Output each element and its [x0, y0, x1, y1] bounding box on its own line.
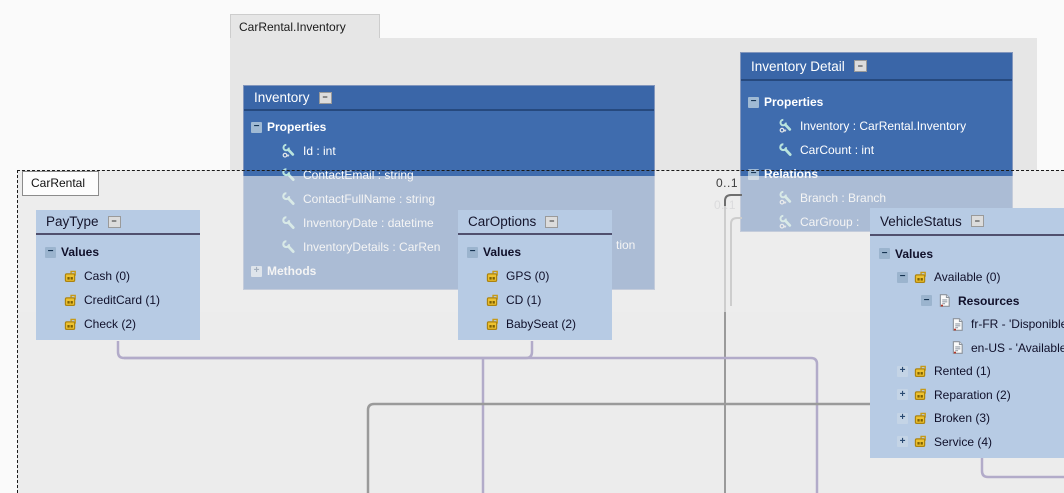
expander-minus-icon[interactable]: −: [45, 246, 56, 258]
enum-paytype-title: PayType: [46, 214, 99, 229]
expander-minus-icon[interactable]: −: [897, 271, 908, 283]
entity-inventory-detail-header[interactable]: Inventory Detail −: [741, 53, 1012, 81]
expander-plus-icon[interactable]: +: [897, 389, 908, 401]
collapse-icon[interactable]: −: [853, 60, 867, 72]
enum-member-icon: [485, 293, 500, 308]
row-id-int[interactable]: Id : int: [244, 139, 654, 163]
row-label: CreditCard (1): [84, 293, 161, 307]
row-label: Cash (0): [84, 269, 131, 283]
expander-plus-icon[interactable]: +: [897, 365, 908, 377]
expander-minus-icon[interactable]: −: [251, 121, 262, 133]
row-label: Service (4): [934, 434, 993, 449]
multiplicity-label: 0..1: [715, 176, 738, 190]
row-gps-0[interactable]: GPS (0): [458, 264, 612, 288]
expander-plus-icon[interactable]: +: [897, 412, 908, 424]
row-cash-0[interactable]: Cash (0): [36, 264, 200, 288]
expander-minus-icon[interactable]: −: [921, 295, 932, 307]
container-carrental-border-top: [17, 170, 1064, 171]
row-inventory-carrental-inventory[interactable]: Inventory : CarRental.Inventory: [741, 114, 1012, 138]
enum-member-icon: [63, 269, 78, 284]
row-label: Properties: [267, 120, 327, 134]
enum-member-icon: [913, 387, 928, 402]
row-check-2[interactable]: Check (2): [36, 312, 200, 336]
collapse-icon[interactable]: −: [318, 91, 332, 104]
row-label: Values: [895, 246, 934, 261]
wrench-key-icon: [281, 143, 297, 159]
wrench-icon: [778, 142, 794, 158]
enum-member-icon: [913, 434, 928, 449]
doc-icon: [950, 340, 965, 355]
expander-minus-icon[interactable]: −: [879, 248, 890, 260]
row-babyseat-2[interactable]: BabySeat (2): [458, 312, 612, 336]
row-reparation-2[interactable]: + Reparation (2): [870, 383, 1064, 407]
expander-plus-icon[interactable]: +: [897, 436, 908, 448]
row-label: Resources: [958, 293, 1020, 308]
enum-caroptions-header[interactable]: CarOptions −: [458, 210, 612, 235]
row-label: Values: [61, 245, 100, 259]
row-label: CD (1): [506, 293, 542, 307]
row-label: BabySeat (2): [506, 317, 577, 331]
row-label: Values: [483, 245, 522, 259]
doc-icon: [937, 293, 952, 308]
expander-minus-icon[interactable]: −: [467, 246, 478, 258]
enum-vehiclestatus-title: VehicleStatus: [880, 213, 962, 229]
row-label: Inventory : CarRental.Inventory: [800, 119, 967, 133]
row-label: CarCount : int: [800, 143, 875, 157]
row-label: GPS (0): [506, 269, 550, 283]
row-values[interactable]: −Values: [458, 240, 612, 264]
row-rented-1[interactable]: + Rented (1): [870, 360, 1064, 384]
enum-member-icon: [913, 270, 928, 285]
enum-vehiclestatus[interactable]: VehicleStatus − −Values−Available (0)−Re…: [870, 208, 1064, 458]
entity-inventory-detail-title: Inventory Detail: [751, 58, 845, 74]
enum-member-icon: [485, 269, 500, 284]
row-label: fr-FR - 'Disponible: [971, 317, 1064, 332]
row-creditcard-1[interactable]: CreditCard (1): [36, 288, 200, 312]
wrench-key-icon: [778, 118, 794, 134]
expander-minus-icon[interactable]: −: [748, 168, 759, 180]
row-resources[interactable]: − Resources: [870, 289, 1064, 313]
enum-paytype-header[interactable]: PayType −: [36, 210, 200, 235]
row-label: Properties: [764, 95, 824, 109]
row-label: Available (0): [934, 270, 1001, 285]
expander-minus-icon[interactable]: −: [748, 96, 759, 108]
row-label: Broken (3): [934, 411, 991, 426]
entity-inventory-header[interactable]: Inventory −: [244, 86, 654, 111]
enum-vehiclestatus-header[interactable]: VehicleStatus −: [870, 208, 1064, 236]
enum-member-icon: [63, 317, 78, 332]
row-values[interactable]: −Values: [36, 240, 200, 264]
enum-member-icon: [63, 293, 78, 308]
enum-member-icon: [913, 364, 928, 379]
row-properties[interactable]: −Properties: [244, 115, 654, 139]
row-values[interactable]: −Values: [870, 242, 1064, 266]
enum-member-icon: [485, 317, 500, 332]
row-properties[interactable]: −Properties: [741, 90, 1012, 114]
enum-member-icon: [913, 411, 928, 426]
enum-caroptions-title: CarOptions: [468, 214, 537, 229]
container-tab-carrental-inventory[interactable]: CarRental.Inventory: [230, 14, 380, 39]
row-label: en-US - 'Available: [971, 340, 1064, 355]
row-cd-1[interactable]: CD (1): [458, 288, 612, 312]
row-carcount-int[interactable]: CarCount : int: [741, 138, 1012, 162]
row-en-us-available[interactable]: en-US - 'Available: [870, 336, 1064, 360]
row-available-0[interactable]: − Available (0): [870, 266, 1064, 290]
row-label: Id : int: [303, 144, 336, 158]
row-broken-3[interactable]: + Broken (3): [870, 407, 1064, 431]
row-label: Reparation (2): [934, 387, 1011, 402]
container-carrental-border-left: [17, 170, 18, 493]
row-label: Check (2): [84, 317, 137, 331]
collapse-icon[interactable]: −: [545, 215, 559, 228]
row-fr-fr-disponible[interactable]: fr-FR - 'Disponible: [870, 313, 1064, 337]
row-label: Rented (1): [934, 364, 991, 379]
collapse-icon[interactable]: −: [970, 215, 984, 227]
collapse-icon[interactable]: −: [107, 215, 121, 228]
doc-icon: [950, 317, 965, 332]
container-tab-carrental[interactable]: CarRental: [22, 171, 99, 196]
entity-inventory-title: Inventory: [254, 90, 310, 105]
row-service-4[interactable]: + Service (4): [870, 430, 1064, 454]
